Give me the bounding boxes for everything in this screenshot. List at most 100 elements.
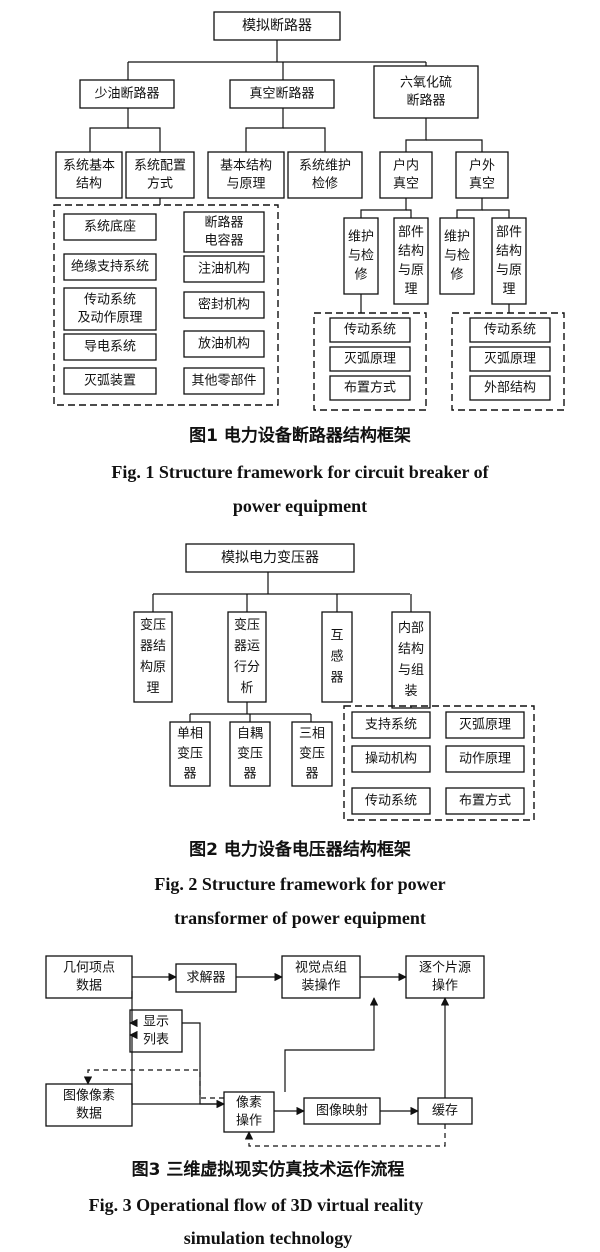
node-indoor-maintenance-line-1: 维护	[348, 230, 374, 245]
node-auto-transformer-line-1: 自耦	[237, 727, 263, 742]
node-vacuum-breaker-frame	[229, 79, 335, 109]
item-indoor-2-line-1: 灭弧原理	[344, 352, 396, 367]
node-single-phase-line-3: 器	[183, 767, 196, 782]
node-pixel-operation-line-1: 像素	[236, 1096, 262, 1111]
group-indoor-items	[313, 312, 427, 411]
item-operating-mechanism-line-1: 操动机构	[365, 751, 417, 767]
item-arc-principle-frame	[445, 711, 525, 739]
item-transmission-action-line-2: 及动作原理	[77, 311, 142, 326]
f1-link-out-maint	[456, 198, 483, 218]
node-indoor-maintenance-line-2: 与检	[348, 249, 374, 264]
node-three-phase-frame	[291, 721, 333, 787]
item-indoor-2-frame	[329, 346, 411, 372]
node-transformer-structure-line-1: 变压	[140, 617, 166, 633]
node-sf6-breaker-line-2: 断路器	[406, 93, 445, 109]
item-oil-injection-line-1: 注油机构	[198, 262, 250, 277]
item-outdoor-3-frame	[469, 375, 551, 401]
node-internal-assembly-line-1: 内部	[398, 620, 424, 636]
node-internal-assembly-line-2: 结构	[398, 642, 424, 657]
item-support-system-frame	[351, 711, 431, 739]
item-sealing-line-1: 密封机构	[198, 297, 250, 313]
f3-arrow-image-display	[129, 1030, 138, 1103]
caption-fig3-cn: 图3 三维虚拟现实仿真技术运作流程	[132, 1159, 405, 1180]
figure-3-flow: 几何项点数据求解器视觉点组装操作逐个片源操作显示列表图像像素数据像素操作图像映射…	[45, 955, 485, 1248]
item-other-parts: 其他零部件	[183, 367, 265, 395]
item-arc-principle-line-1: 灭弧原理	[459, 718, 511, 733]
item-transmission-action-line-1: 传动系统	[84, 293, 136, 308]
node-system-basic-frame	[55, 151, 123, 199]
item-layout-mode: 布置方式	[445, 787, 525, 815]
node-image-mapping-line-1: 图像映射	[316, 1103, 368, 1119]
node-internal-assembly-line-3: 与组	[398, 663, 424, 678]
node-visual-assembly-line-1: 视觉点组	[295, 961, 347, 976]
item-support-system-line-1: 支持系统	[365, 718, 417, 733]
node-basic-structure-line-1: 基本结构	[220, 159, 272, 174]
item-conductive-system: 导电系统	[63, 333, 157, 361]
f3-arrow-geom-display	[129, 991, 138, 1028]
item-indoor-1-frame	[329, 317, 411, 343]
node-sf6-breaker-frame	[373, 65, 479, 119]
node-transformer-operation-line-2: 器运	[234, 639, 260, 654]
item-transmission-system-line-1: 传动系统	[365, 794, 417, 809]
f1-link-maint	[283, 127, 326, 152]
item-action-principle-line-1: 动作原理	[459, 752, 511, 767]
node-transformer-structure-line-4: 理	[146, 681, 159, 696]
f1-link-basic	[89, 108, 129, 152]
node-pixel-operation-line-2: 操作	[236, 1113, 262, 1129]
caption-fig2-cn: 图2 电力设备电压器结构框架	[189, 839, 411, 860]
node-indoor-vacuum-line-1: 户内	[393, 158, 419, 174]
node-display-list-line-2: 列表	[143, 1033, 169, 1048]
node-root-breaker-line-1: 模拟断路器	[242, 18, 312, 34]
item-outdoor-2-frame	[469, 346, 551, 372]
node-image-pixel-data-line-2: 数据	[76, 1107, 102, 1122]
item-capacitor-line-2: 电容器	[204, 233, 243, 249]
node-indoor-maintenance-line-3: 修	[354, 268, 367, 283]
item-arc-principle: 灭弧原理	[445, 711, 525, 739]
node-visual-assembly-line-2: 装操作	[301, 978, 340, 994]
item-outdoor-3-line-1: 外部结构	[484, 381, 536, 396]
item-arc-device-frame	[63, 367, 157, 395]
node-cache: 缓存	[417, 1097, 473, 1125]
node-three-phase-line-3: 器	[305, 767, 318, 782]
f1-link-outdoor	[426, 139, 483, 152]
item-oil-injection: 注油机构	[183, 255, 265, 283]
item-operating-mechanism: 操动机构	[351, 745, 431, 773]
figure-2-transformer: 模拟电力变压器变压器结构原理变压器运行分析互感器内部结构与组装单相变压器自耦变压…	[133, 543, 535, 928]
node-solver: 求解器	[175, 963, 237, 993]
item-capacitor-line-1: 断路器	[204, 215, 243, 231]
node-system-maintenance-line-1: 系统维护	[299, 159, 351, 174]
item-indoor-3-line-1: 布置方式	[344, 380, 396, 396]
node-image-pixel-data-line-1: 图像像素	[63, 1089, 115, 1104]
item-system-base-frame	[63, 213, 157, 241]
item-arc-device: 灭弧装置	[63, 367, 157, 395]
f1-link-structure	[245, 108, 284, 152]
node-transformer-operation-line-1: 变压	[234, 617, 260, 633]
node-fragment-operation-line-1: 逐个片源	[419, 961, 471, 976]
f1-link-in-maint	[360, 198, 407, 218]
caption-fig3-en-2: simulation technology	[184, 1228, 353, 1248]
node-oil-breaker: 少油断路器	[79, 79, 175, 109]
item-sealing-frame	[183, 291, 265, 319]
node-fragment-operation-line-2: 操作	[432, 978, 458, 994]
f3-arrow-pixel-visual	[284, 997, 379, 1092]
node-indoor-parts-line-4: 理	[404, 282, 417, 297]
figure-1-circuit-breaker: 模拟断路器少油断路器真空断路器六氧化硫断路器系统基本结构系统配置方式基本结构与原…	[53, 11, 565, 516]
node-auto-transformer-line-2: 变压	[237, 746, 263, 762]
item-support-system: 支持系统	[351, 711, 431, 739]
node-single-phase-line-1: 单相	[177, 727, 203, 742]
caption-fig2-en-2: transformer of power equipment	[174, 908, 426, 928]
node-outdoor-parts-line-1: 部件	[496, 225, 522, 240]
